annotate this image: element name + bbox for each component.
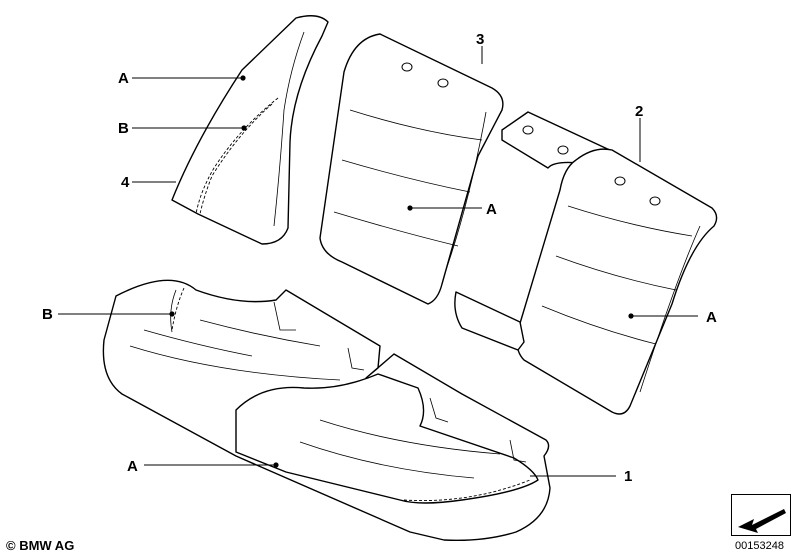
backrest-center-cover-part-3[interactable] xyxy=(319,33,504,305)
callout-part-1: 1 xyxy=(624,468,632,485)
callout-side-bolster-a: A xyxy=(118,70,129,87)
callout-part-3: 3 xyxy=(476,31,484,48)
diagonal-arrow-icon[interactable] xyxy=(731,494,791,536)
side-bolster-cover-part-4[interactable] xyxy=(171,15,329,245)
backrest-right-cover-part-2[interactable] xyxy=(454,111,718,415)
copyright-text: © BMW AG xyxy=(6,538,75,553)
callout-cushion-a: A xyxy=(127,458,138,475)
callout-cushion-seam-b: B xyxy=(42,306,53,323)
leader-lines xyxy=(58,46,698,477)
diagram-number: 00153248 xyxy=(735,540,784,552)
callout-side-bolster-seam-b: B xyxy=(118,120,129,137)
callout-part-2: 2 xyxy=(635,103,643,120)
seat-cushion-cover-part-1[interactable] xyxy=(102,279,551,541)
callout-backrest-center-a: A xyxy=(486,201,497,218)
callout-part-4: 4 xyxy=(121,174,130,191)
callout-backrest-right-a: A xyxy=(706,309,717,326)
